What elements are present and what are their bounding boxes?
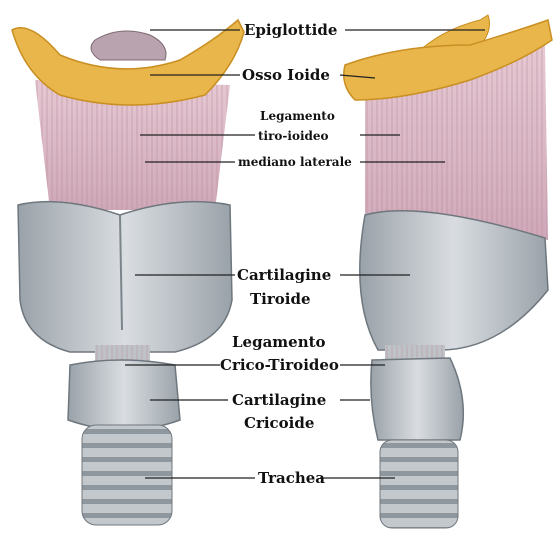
label-legamento-crico-2: Crico-Tiroideo (220, 356, 339, 374)
label-legamento-tiro-2: tiro-ioideo (258, 129, 329, 143)
label-osso-ioide: Osso Ioide (242, 66, 330, 84)
label-legamento-tiro-1: Legamento (260, 109, 335, 123)
thyroid-cartilage-side (360, 211, 548, 350)
cricoid-cartilage-front (68, 360, 180, 430)
label-legamento-tiro-3: mediano laterale (238, 155, 352, 169)
side-view (344, 15, 552, 528)
trachea-side (380, 440, 458, 528)
label-cartilagine-cricoide-1: Cartilagine (232, 391, 326, 409)
label-trachea: Trachea (258, 469, 325, 487)
epiglottis-front (91, 31, 166, 60)
label-legamento-crico-1: Legamento (232, 333, 326, 351)
label-epiglottide: Epiglottide (244, 21, 337, 39)
front-view (12, 20, 244, 525)
label-cartilagine-tiroide-2: Tiroide (250, 290, 311, 308)
label-cartilagine-cricoide-2: Cricoide (244, 414, 314, 432)
trachea-front (82, 425, 172, 525)
thyroid-cartilage-front (18, 202, 232, 352)
label-cartilagine-tiroide-1: Cartilagine (237, 266, 331, 284)
cricoid-cartilage-side (371, 358, 463, 440)
